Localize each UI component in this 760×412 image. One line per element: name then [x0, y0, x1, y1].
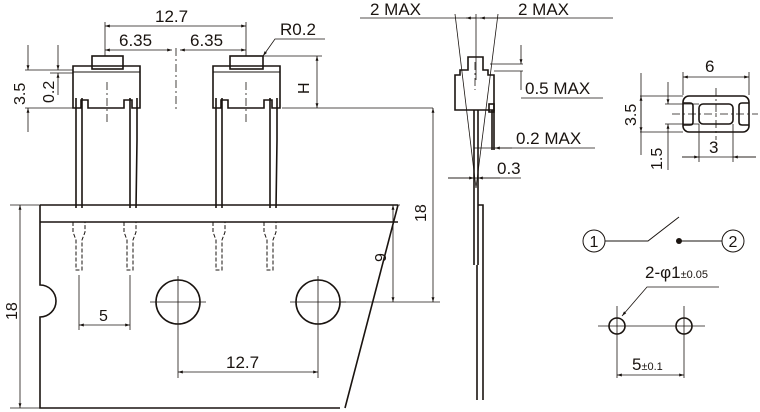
dim-0-2: 0.2	[41, 81, 58, 103]
terminal-2-circle	[721, 229, 745, 253]
radius-label: R0.2	[280, 20, 316, 39]
pcb-hole-layout: 2-φ1±0.05 5±0.1	[598, 263, 719, 378]
terminal-1-label: 1	[590, 234, 599, 251]
dim-9: 9	[373, 253, 390, 262]
h-label: H	[296, 82, 313, 94]
hole-spec-label: 2-φ1±0.05	[645, 263, 708, 282]
hole-spacing-label: 5±0.1	[632, 355, 663, 374]
switch-left	[72, 55, 141, 209]
dim-3-5-left: 3.5	[12, 83, 29, 105]
switch-right	[212, 55, 281, 209]
lead-offset-label: 0.2 MAX	[516, 129, 581, 148]
dim-18-lead: 18	[413, 204, 430, 222]
dim-5-leads: 5	[99, 308, 108, 325]
tilt-left-label: 2 MAX	[370, 0, 421, 19]
width-label: 3.5	[623, 104, 640, 126]
button-width-label: 1.5	[649, 148, 666, 170]
side-view: 2 MAX 2 MAX 0.5 MAX 0.3 0.2 MAX 0.3	[360, 0, 613, 400]
tilt-right-label: 2 MAX	[518, 0, 569, 19]
top-view: 6 3.5 1.5 3	[623, 57, 758, 170]
dim-18-tape: 18	[4, 302, 21, 320]
dim-12-7-holes: 12.7	[226, 353, 259, 372]
dim-12-7-top: 12.7	[155, 7, 188, 26]
dim-6-35-left: 6.35	[119, 31, 152, 50]
lead-thickness-label: 0.3	[497, 159, 521, 178]
carrier-tape	[39, 204, 399, 409]
switch-schematic: 1 2	[582, 216, 745, 253]
dim-6-35-right: 6.35	[190, 31, 223, 50]
terminal-2-label: 2	[729, 234, 738, 251]
button-length-label: 3	[709, 138, 718, 157]
protrusion-label: 0.5 MAX	[525, 79, 590, 98]
length-label: 6	[705, 57, 714, 76]
